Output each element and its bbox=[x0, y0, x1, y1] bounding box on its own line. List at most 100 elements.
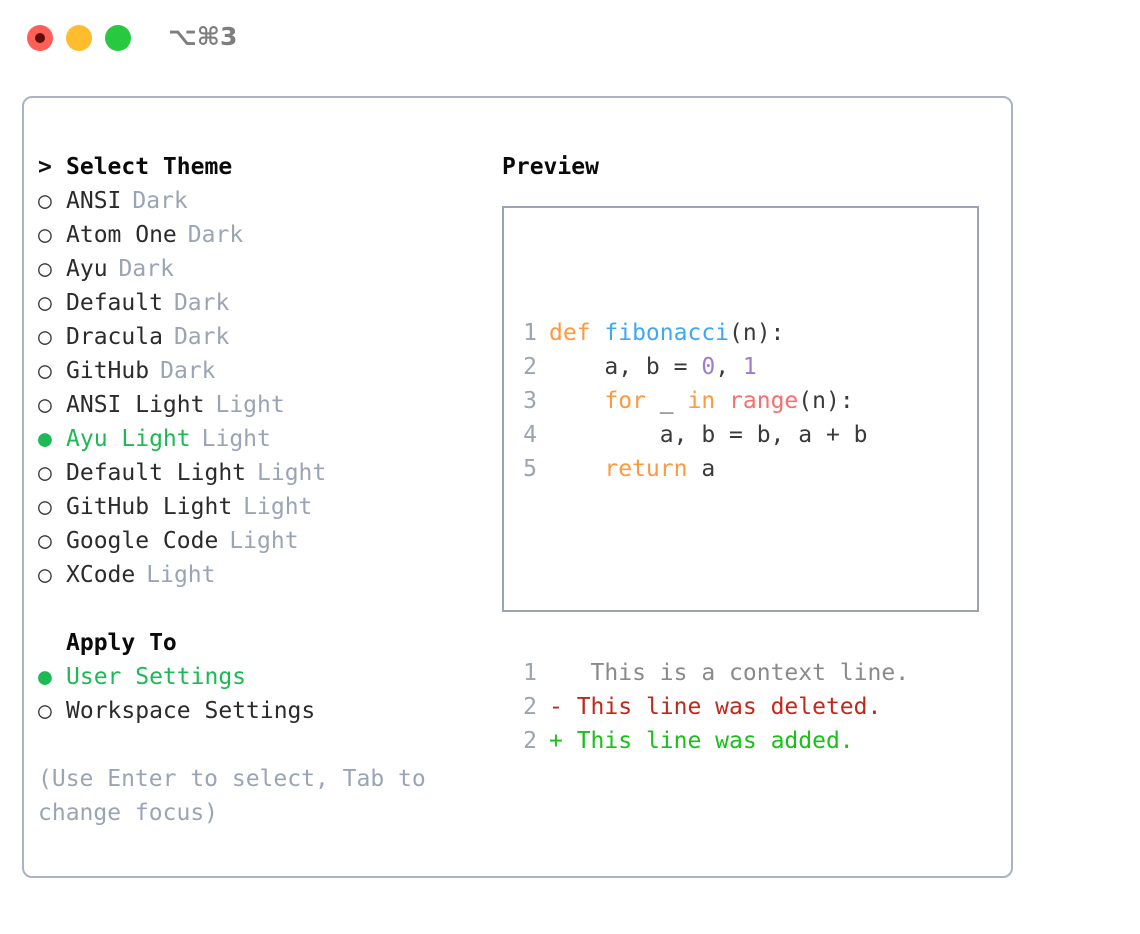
code-token: for bbox=[604, 388, 646, 414]
code-line: 4 a, b = b, a + b bbox=[517, 418, 909, 452]
radio-selected-icon[interactable]: ● bbox=[38, 664, 52, 690]
radio-unselected-icon[interactable]: ○ bbox=[38, 392, 52, 418]
code-token: (n): bbox=[729, 320, 785, 346]
radio-selected-icon[interactable]: ● bbox=[38, 426, 52, 452]
code-token: _ bbox=[645, 388, 688, 414]
radio-unselected-icon[interactable]: ○ bbox=[38, 222, 52, 248]
code-token: return bbox=[604, 456, 688, 482]
theme-option-ansi[interactable]: ○ ANSI Dark bbox=[38, 184, 478, 218]
theme-option-label: GitHub Light bbox=[66, 494, 233, 520]
code-token: (n): bbox=[798, 388, 854, 414]
code-line: 5 return a bbox=[517, 452, 909, 486]
theme-variant-tag: Light bbox=[201, 426, 271, 452]
theme-option-ansi-light[interactable]: ○ ANSI Light Light bbox=[38, 388, 478, 422]
radio-unselected-icon[interactable]: ○ bbox=[38, 460, 52, 486]
line-number: 4 bbox=[523, 422, 537, 448]
code-token: 0 bbox=[701, 354, 716, 380]
keyboard-hint-text: (Use Enter to select, Tab to change focu… bbox=[38, 766, 426, 826]
radio-unselected-icon[interactable]: ○ bbox=[38, 528, 52, 554]
theme-variant-tag: Dark bbox=[187, 222, 244, 248]
radio-unselected-icon[interactable]: ○ bbox=[38, 698, 52, 724]
code-token: fibonacci bbox=[604, 320, 730, 346]
blank-marker-icon: ○ bbox=[38, 626, 66, 660]
code-line: 3 for _ in range(n): bbox=[517, 384, 909, 418]
theme-option-atom-one[interactable]: ○ Atom One Dark bbox=[38, 218, 478, 252]
minimize-button[interactable] bbox=[66, 25, 92, 51]
theme-option-github[interactable]: ○ GitHub Dark bbox=[38, 354, 478, 388]
code-diff-spacer bbox=[517, 554, 909, 588]
theme-variant-tag: Light bbox=[243, 494, 313, 520]
section-spacer bbox=[38, 592, 478, 626]
radio-unselected-icon[interactable]: ○ bbox=[38, 290, 52, 316]
theme-option-label: XCode bbox=[66, 562, 136, 588]
theme-option-label: Default bbox=[66, 290, 163, 316]
diff-text: This is a context line. bbox=[562, 660, 910, 686]
theme-option-xcode[interactable]: ○ XCode Light bbox=[38, 558, 478, 592]
theme-variant-tag: Dark bbox=[118, 256, 174, 282]
preview-title: Preview bbox=[502, 154, 599, 180]
theme-option-label: GitHub bbox=[66, 358, 150, 384]
select-theme-header: >Select Theme bbox=[38, 150, 478, 184]
radio-unselected-icon[interactable]: ○ bbox=[38, 358, 52, 384]
radio-unselected-icon[interactable]: ○ bbox=[38, 256, 52, 282]
apply-to-option-label: User Settings bbox=[66, 664, 247, 690]
theme-option-label: Dracula bbox=[66, 324, 163, 350]
code-token: a, b = b, a + b bbox=[549, 422, 868, 448]
theme-variant-tag: Dark bbox=[173, 290, 230, 316]
close-button[interactable] bbox=[27, 25, 53, 51]
select-theme-title: Select Theme bbox=[66, 154, 233, 180]
apply-to-header: ○Apply To bbox=[38, 626, 478, 660]
theme-option-default[interactable]: ○ Default Dark bbox=[38, 286, 478, 320]
diff-line: 2 + This line was added. bbox=[517, 724, 909, 758]
line-number: 1 bbox=[523, 660, 537, 686]
theme-variant-tag: Dark bbox=[160, 358, 216, 384]
theme-option-github-light[interactable]: ○ GitHub Light Light bbox=[38, 490, 478, 524]
maximize-button[interactable] bbox=[105, 25, 131, 51]
theme-variant-tag: Dark bbox=[132, 188, 188, 214]
code-token: , bbox=[715, 354, 743, 380]
radio-unselected-icon[interactable]: ○ bbox=[38, 188, 52, 214]
hint-spacer bbox=[38, 728, 478, 762]
code-token: 1 bbox=[742, 354, 757, 380]
code-token: in bbox=[687, 388, 716, 414]
radio-unselected-icon[interactable]: ○ bbox=[38, 324, 52, 350]
theme-option-label: Atom One bbox=[66, 222, 177, 248]
diff-sign: + bbox=[549, 728, 563, 754]
diff-text: This line was deleted. bbox=[562, 694, 882, 720]
theme-option-label: ANSI Light bbox=[66, 392, 205, 418]
code-token bbox=[549, 388, 604, 414]
code-token bbox=[715, 388, 729, 414]
apply-to-option-workspace-settings[interactable]: ○ Workspace Settings bbox=[38, 694, 478, 728]
keyboard-shortcut-label: ⌥⌘3 bbox=[168, 22, 238, 51]
diff-sign: - bbox=[549, 694, 563, 720]
theme-variant-tag: Light bbox=[215, 392, 285, 418]
radio-unselected-icon[interactable]: ○ bbox=[38, 494, 52, 520]
theme-option-label: Default Light bbox=[66, 460, 247, 486]
diff-text: This line was added. bbox=[562, 728, 854, 754]
line-number: 5 bbox=[523, 456, 537, 482]
apply-to-title: Apply To bbox=[66, 630, 177, 656]
apply-to-option-label: Workspace Settings bbox=[66, 698, 316, 724]
line-number: 2 bbox=[523, 728, 537, 754]
code-line: 2 a, b = 0, 1 bbox=[517, 350, 909, 384]
diff-line-group: 1 This is a context line. 2- This line wa… bbox=[517, 656, 909, 758]
code-token: a, b = bbox=[549, 354, 702, 380]
traffic-lights bbox=[27, 25, 131, 51]
apply-to-option-user-settings[interactable]: ● User Settings bbox=[38, 660, 478, 694]
radio-unselected-icon[interactable]: ○ bbox=[38, 562, 52, 588]
theme-variant-tag: Light bbox=[146, 562, 216, 588]
title-bar: ⌥⌘3 bbox=[0, 0, 1140, 78]
theme-option-label: ANSI bbox=[66, 188, 122, 214]
code-token: def bbox=[549, 320, 605, 346]
code-token bbox=[549, 456, 604, 482]
